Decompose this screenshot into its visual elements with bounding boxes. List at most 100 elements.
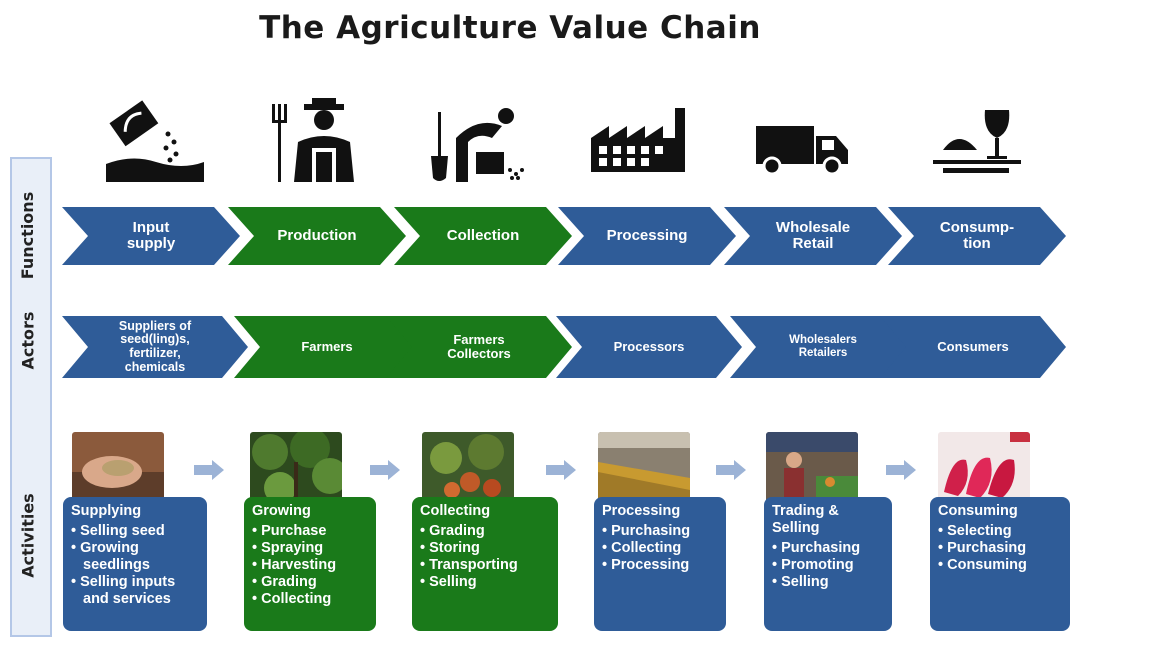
actors-chevron-1-line: seed(ling)s, [120,332,190,347]
orchard-photo [250,432,342,504]
factory-icon [591,108,685,172]
seed-bag-icon [106,100,204,182]
activity-title: Supplying [71,503,142,519]
activity-item: Collecting [252,591,368,608]
activity-item: Purchasing [602,523,718,540]
actors-chevron-1-line: fertilizer, [129,346,181,360]
activity-item: Promoting [772,557,884,574]
activity-item: Purchase [252,523,368,540]
activity-item: Grading [420,523,550,540]
actors-chevron-3-line: Farmers [453,331,505,347]
flow-arrow-4 [716,460,746,480]
functions-chevron-label-2: Production [254,207,380,265]
activity-item: Selling [772,574,884,591]
activity-item: Processing [602,557,718,574]
activity-item: Consuming [938,557,1062,574]
activity-title: Growing [252,503,311,519]
market-photo [766,432,858,504]
flow-arrow-3 [546,460,576,480]
functions-chevron-5-line: Retail [792,235,834,252]
activity-box-6: ConsumingSelectingPurchasingConsuming [930,497,1070,631]
activity-list: Selling seedGrowing seedlingsSelling inp… [71,523,199,608]
actors-chevron-1-line: chemicals [124,359,186,374]
actors-chevron-4-line: Processors [613,338,685,354]
activity-item: Selecting [938,523,1062,540]
actors-chevron-1-line: Suppliers of [118,318,192,333]
actors-chevron-2-line: Farmers [301,338,353,354]
page-title: The Agriculture Value Chain [259,10,761,46]
flow-arrow-5 [886,460,916,480]
meal-icon [933,110,1021,173]
actors-chevron-4 [556,316,742,378]
activity-item: Harvesting [252,557,368,574]
actors-chevron-6 [880,316,1066,378]
activity-item: Storing [420,540,550,557]
activity-item: Transporting [420,557,550,574]
activity-box-2: GrowingPurchaseSprayingHarvestingGrading… [244,497,376,631]
functions-chevron-6-line: tion [963,235,991,252]
farmer-icon [272,98,354,182]
actors-chevron-6-line: Consumers [937,338,1009,354]
functions-chevron-2 [228,207,406,265]
activity-list: GradingStoringTransportingSelling [420,523,550,591]
actors-chevron-3 [386,316,572,378]
activity-list: PurchasingCollectingProcessing [602,523,718,574]
activity-box-1: SupplyingSelling seedGrowing seedlingsSe… [63,497,207,631]
activity-box-5: Trading & SellingPurchasingPromotingSell… [764,497,892,631]
activity-item: Collecting [602,540,718,557]
functions-chevron-4 [558,207,736,265]
flow-arrow-2 [370,460,400,480]
functions-chevron-label-6: Consump-tion [914,207,1040,265]
actors-chevron-2 [234,316,420,378]
activity-box-4: ProcessingPurchasingCollectingProcessing [594,497,726,631]
activity-title: Trading & Selling [772,503,839,536]
harvest-photo [422,432,514,504]
activity-list: PurchasingPromotingSelling [772,540,884,591]
functions-chevron-3-line: Collection [446,226,520,244]
activity-title: Processing [602,503,681,519]
activity-list: PurchaseSprayingHarvestingGradingCollect… [252,523,368,608]
activity-item: Grading [252,574,368,591]
functions-chevron-6 [888,207,1066,265]
activity-title: Consuming [938,503,1018,519]
functions-chevron-5 [724,207,902,265]
actors-chevron-1 [62,316,248,378]
functions-chevron-4-line: Processing [606,226,688,244]
functions-chevron-2-line: Production [277,226,357,244]
activity-item: Growing seedlings [71,540,199,574]
actors-chevron-label-2: Farmers [260,316,394,378]
functions-chevron-label-4: Processing [584,207,710,265]
actors-chevron-label-4: Processors [582,316,716,378]
actors-chevron-5-line: Retailers [798,347,848,359]
functions-chevron-5-line: Wholesale [775,218,851,236]
actors-chevron-3-line: Collectors [447,346,511,361]
activity-box-3: CollectingGradingStoringTransportingSell… [412,497,558,631]
functions-chevron-label-3: Collection [420,207,546,265]
functions-chevron-1-line: supply [126,235,176,252]
collector-icon [431,108,524,182]
seeds-in-hand-photo [72,432,164,504]
actors-chevron-5-line: Wholesalers [789,334,857,347]
activity-item: Selling inputs and services [71,574,199,608]
row-label-sidebar [10,157,52,637]
activity-item: Purchasing [772,540,884,557]
functions-chevron-6-line: Consump- [939,218,1015,236]
activity-item: Purchasing [938,540,1062,557]
actors-chevron-label-6: Consumers [906,316,1040,378]
functions-chevron-1-line: Input [132,218,170,236]
processing-photo [598,432,690,504]
activity-item: Selling [420,574,550,591]
activity-title: Collecting [420,503,491,519]
functions-chevron-3 [394,207,572,265]
functions-chevron-1 [62,207,240,265]
activity-item: Selling seed [71,523,199,540]
flow-arrow-1 [194,460,224,480]
activity-item: Spraying [252,540,368,557]
truck-icon [756,126,848,176]
